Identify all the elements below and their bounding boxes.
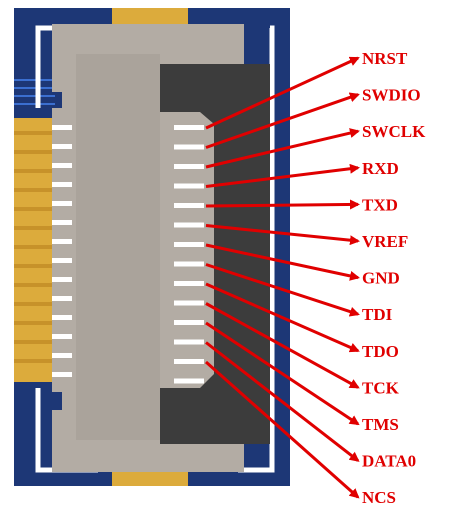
pin-contact bbox=[174, 320, 204, 325]
pin-label-tms: TMS bbox=[362, 415, 399, 434]
pin-label-tck: TCK bbox=[362, 378, 400, 397]
pin-label-vref: VREF bbox=[362, 232, 408, 251]
pin-arrow bbox=[205, 321, 360, 426]
pin-contact bbox=[174, 203, 204, 208]
pin-arrow bbox=[205, 302, 360, 389]
pin-contact bbox=[174, 242, 204, 247]
pin-label-tdo: TDO bbox=[362, 342, 399, 361]
pin-label-tdi: TDI bbox=[362, 305, 393, 324]
pin-label-swdio: SWDIO bbox=[362, 86, 421, 105]
top-gold-pad bbox=[112, 8, 188, 24]
pin-contact bbox=[174, 339, 204, 345]
pin-contact bbox=[174, 164, 204, 169]
pin-arrow bbox=[205, 224, 360, 246]
pin-label-data0: DATA0 bbox=[362, 452, 416, 471]
left-pin-stubs bbox=[52, 125, 72, 377]
pin-label-gnd: GND bbox=[362, 269, 400, 288]
pin-label-txd: TXD bbox=[362, 195, 398, 214]
pin-arrow bbox=[205, 263, 360, 317]
right-pin-contacts bbox=[174, 125, 204, 384]
bottom-gold-pad bbox=[112, 470, 188, 486]
pin-label-swclk: SWCLK bbox=[362, 122, 426, 141]
pcb-traces bbox=[14, 79, 55, 105]
pin-contact bbox=[174, 125, 204, 130]
left-contact-gaps bbox=[14, 131, 58, 363]
pin-contact bbox=[174, 261, 204, 267]
pin-arrow bbox=[205, 163, 360, 188]
pin-labels: NRST SWDIO SWCLK RXD TXD VREF GND TDI TDO TCK TMS D… bbox=[362, 49, 426, 507]
pin-contact bbox=[174, 359, 204, 364]
left-contacts bbox=[14, 118, 58, 382]
pin-contact bbox=[174, 378, 204, 384]
pin-contact bbox=[174, 144, 204, 150]
pin-arrow bbox=[205, 341, 360, 462]
pin-arrows bbox=[205, 56, 360, 499]
pin-arrow bbox=[205, 199, 360, 210]
pin-arrow bbox=[205, 56, 360, 130]
housing-ridge bbox=[76, 54, 160, 440]
pin-arrow bbox=[205, 243, 360, 281]
pin-contact bbox=[174, 222, 204, 228]
pin-contact bbox=[174, 183, 204, 189]
pin-label-rxd: RXD bbox=[362, 159, 399, 178]
pin-contact bbox=[174, 300, 204, 306]
pin-label-ncs: NCS bbox=[362, 488, 396, 507]
pin-arrow bbox=[205, 92, 360, 149]
pin-contact bbox=[174, 281, 204, 286]
pin-label-nrst: NRST bbox=[362, 49, 408, 68]
pin-arrow bbox=[205, 360, 360, 499]
pin-arrow bbox=[205, 128, 360, 169]
pin-arrow bbox=[205, 282, 360, 353]
